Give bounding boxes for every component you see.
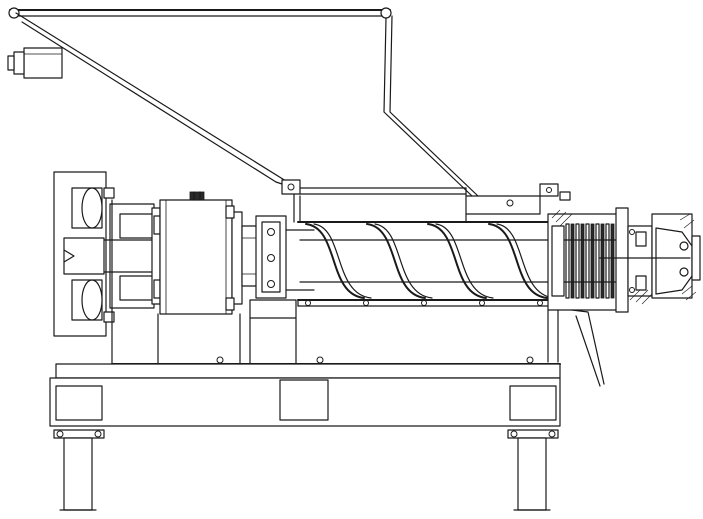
press-disc	[610, 223, 615, 299]
flight-edge-back	[313, 223, 372, 299]
bearing-housing	[109, 203, 161, 309]
flight-edge-front	[488, 223, 548, 299]
gearbox	[159, 191, 261, 315]
flight-edge-back	[374, 223, 433, 299]
flight-edge-back	[496, 223, 555, 299]
discharge-cone	[599, 213, 701, 301]
press-disc	[590, 223, 595, 299]
flight-edge-front	[427, 223, 487, 299]
support-legs	[53, 429, 559, 511]
press-disc	[565, 223, 570, 299]
flight-edge-back	[435, 223, 494, 299]
hopper-support-rod	[8, 7, 479, 197]
press-disc	[570, 223, 575, 299]
press-disc	[580, 223, 585, 299]
drip-chute	[547, 309, 605, 387]
drive-pulley	[53, 171, 151, 337]
press-head	[547, 207, 653, 313]
press-disc	[585, 223, 590, 299]
press-disc	[595, 223, 600, 299]
flight-edge-front	[305, 223, 365, 299]
shaft-coupling	[249, 215, 315, 371]
press-disc	[605, 223, 610, 299]
base-frame	[49, 199, 561, 427]
flight-edge-front	[366, 223, 426, 299]
hopper	[15, 12, 571, 223]
counterweight	[7, 47, 63, 79]
press-disc	[600, 223, 605, 299]
press-disc	[575, 223, 580, 299]
screw-flight	[305, 223, 555, 299]
barrel	[297, 221, 561, 307]
